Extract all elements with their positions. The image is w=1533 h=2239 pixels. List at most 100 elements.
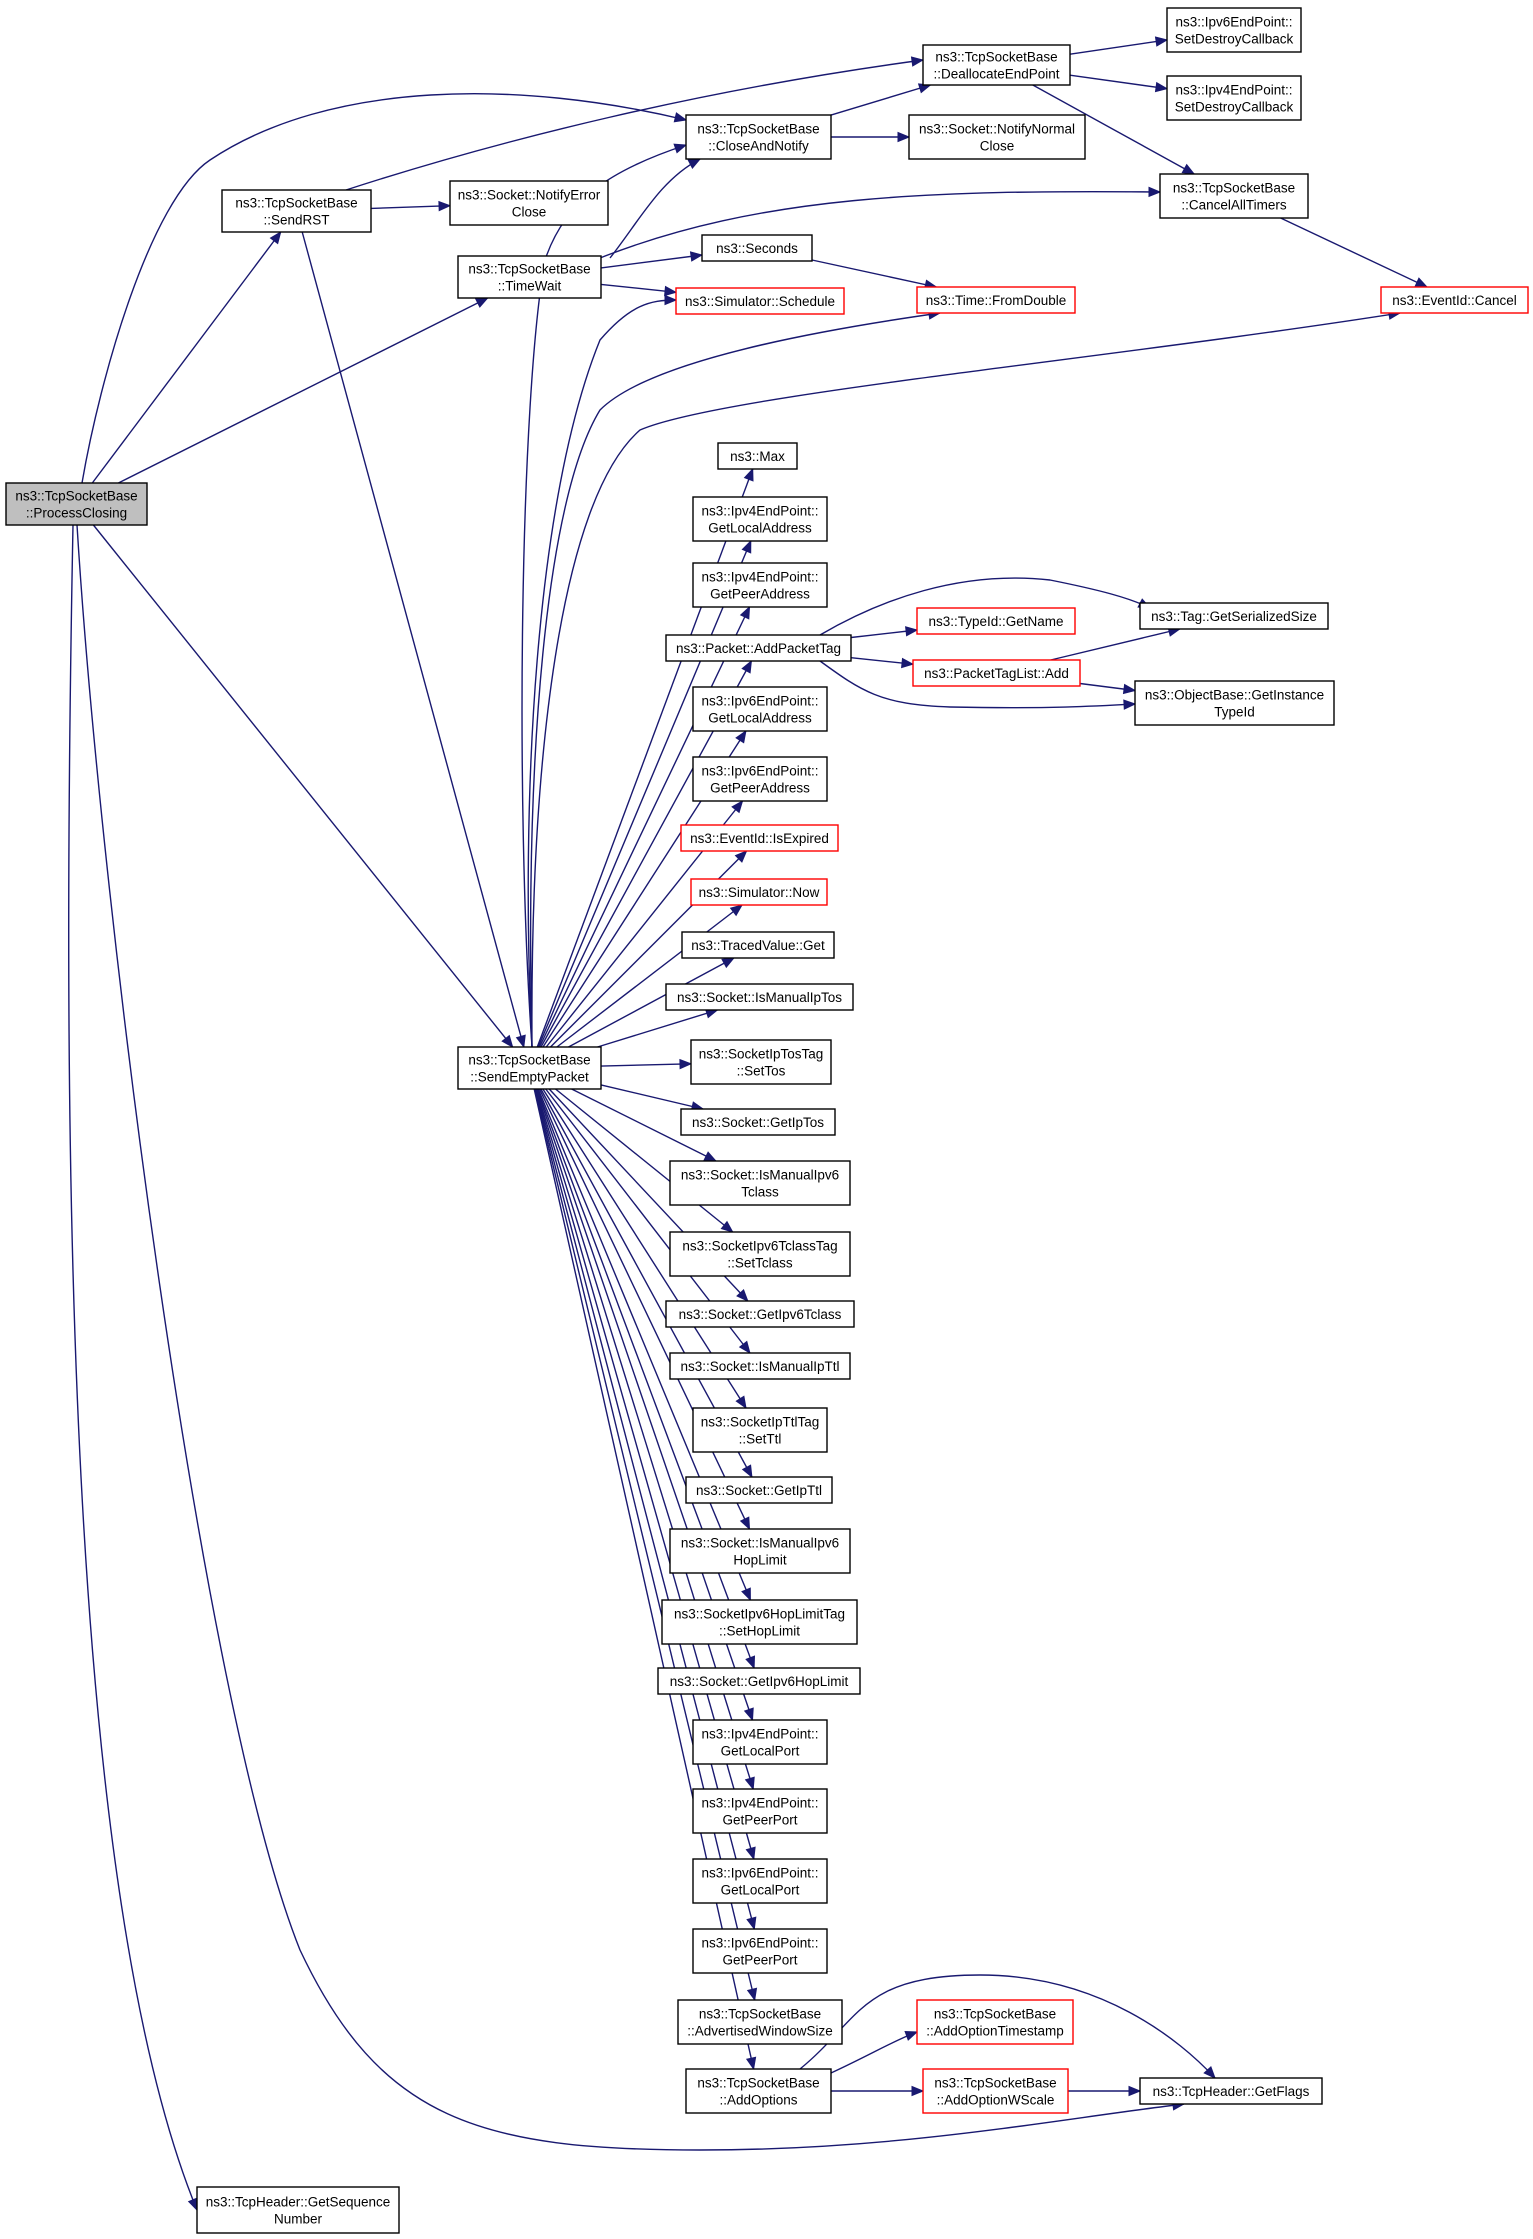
node-packet-tag-list-add[interactable]: ns3::PacketTagList::Add <box>912 659 1081 687</box>
node-label: ns3::Ipv4EndPoint:: <box>701 570 818 585</box>
node-label: Close <box>512 205 547 220</box>
node-event-id-is-expired[interactable]: ns3::EventId::IsExpired <box>680 824 839 852</box>
node-box <box>912 659 1081 687</box>
node-box <box>669 1528 851 1574</box>
node-add-option-wscale[interactable]: ns3::TcpSocketBase::AddOptionWScale <box>922 2068 1069 2114</box>
node-box <box>685 114 832 160</box>
node-label: ns3::SocketIpv6HopLimitTag <box>674 1607 845 1622</box>
edge-time-wait-to-cancel-all-timers <box>599 186 1162 259</box>
arrowhead <box>905 626 919 637</box>
arrowhead <box>1154 36 1169 47</box>
node-box <box>1159 173 1309 219</box>
node-get-ip-ttl[interactable]: ns3::Socket::GetIpTtl <box>685 1476 833 1504</box>
node-label: ns3::TcpHeader::GetSequence <box>206 2195 391 2210</box>
node-get-ipv6-hop-limit[interactable]: ns3::Socket::GetIpv6HopLimit <box>657 1667 861 1695</box>
node-label: ns3::TcpSocketBase <box>468 1053 590 1068</box>
node-send-empty-packet[interactable]: ns3::TcpSocketBase::SendEmptyPacket <box>457 1046 602 1090</box>
arrowhead <box>1203 2066 1216 2079</box>
node-box <box>717 442 798 470</box>
edge-send-empty-packet-to-set-hop-limit <box>537 1088 752 1602</box>
node-tcp-header-get-flags[interactable]: ns3::TcpHeader::GetFlags <box>1139 2077 1323 2105</box>
node-label: ns3::TcpSocketBase <box>699 2007 821 2022</box>
node-box <box>675 287 845 315</box>
node-send-rst[interactable]: ns3::TcpSocketBase::SendRST <box>221 189 372 233</box>
node-set-tclass[interactable]: ns3::SocketIpv6TclassTag::SetTclass <box>669 1231 851 1277</box>
node-is-manual-ip-tos[interactable]: ns3::Socket::IsManualIpTos <box>665 983 854 1011</box>
node-label: ns3::TcpHeader::GetFlags <box>1153 2084 1310 2099</box>
node-ipv4-get-local-address[interactable]: ns3::Ipv4EndPoint::GetLocalAddress <box>692 496 828 542</box>
node-ipv6-get-local-address[interactable]: ns3::Ipv6EndPoint::GetLocalAddress <box>692 686 828 732</box>
node-add-option-timestamp[interactable]: ns3::TcpSocketBase::AddOptionTimestamp <box>916 1999 1074 2045</box>
node-type-id-get-name[interactable]: ns3::TypeId::GetName <box>916 607 1076 635</box>
node-label: GetLocalPort <box>721 1744 800 1759</box>
node-simulator-schedule[interactable]: ns3::Simulator::Schedule <box>675 287 845 315</box>
node-box <box>669 1231 851 1277</box>
arrowhead <box>689 251 704 262</box>
node-traced-value-get[interactable]: ns3::TracedValue::Get <box>681 931 835 959</box>
node-label: ns3::Socket::GetIpv6HopLimit <box>670 1674 849 1689</box>
node-label: ns3::Tag::GetSerializedSize <box>1151 609 1317 624</box>
node-cancel-all-timers[interactable]: ns3::TcpSocketBase::CancelAllTimers <box>1159 173 1309 219</box>
node-advertised-window-size[interactable]: ns3::TcpSocketBase::AdvertisedWindowSize <box>677 1999 843 2045</box>
node-ipv6-set-destroy-callback[interactable]: ns3::Ipv6EndPoint::SetDestroyCallback <box>1166 7 1302 53</box>
node-get-ip-tos[interactable]: ns3::Socket::GetIpTos <box>680 1108 836 1136</box>
node-time-from-double[interactable]: ns3::Time::FromDouble <box>916 286 1076 314</box>
node-label: ns3::ObjectBase::GetInstance <box>1145 688 1324 703</box>
node-ipv4-get-peer-address[interactable]: ns3::Ipv4EndPoint::GetPeerAddress <box>692 562 828 608</box>
node-label: ns3::Packet::AddPacketTag <box>676 641 841 656</box>
node-simulator-now[interactable]: ns3::Simulator::Now <box>690 878 828 906</box>
node-label: ns3::Ipv6EndPoint:: <box>701 1936 818 1951</box>
node-box <box>908 114 1086 160</box>
node-ipv4-get-local-port[interactable]: ns3::Ipv4EndPoint::GetLocalPort <box>692 1719 828 1765</box>
edge-packet-add-packet-tag-to-type-id-get-name <box>850 626 919 639</box>
node-seconds[interactable]: ns3::Seconds <box>701 234 813 262</box>
node-label: ns3::TcpSocketBase <box>935 50 1057 65</box>
node-ipv4-set-destroy-callback[interactable]: ns3::Ipv4EndPoint::SetDestroyCallback <box>1166 75 1302 121</box>
node-label: SetDestroyCallback <box>1175 100 1294 115</box>
node-box <box>221 189 372 233</box>
edge-send-rst-to-notify-error-close <box>370 200 452 212</box>
node-deallocate-end-point[interactable]: ns3::TcpSocketBase::DeallocateEndPoint <box>922 44 1071 86</box>
node-box <box>701 234 813 262</box>
node-ipv6-get-peer-port[interactable]: ns3::Ipv6EndPoint::GetPeerPort <box>692 1928 828 1974</box>
node-max[interactable]: ns3::Max <box>717 442 798 470</box>
node-event-id-cancel[interactable]: ns3::EventId::Cancel <box>1380 286 1529 314</box>
node-box <box>692 1407 828 1453</box>
node-is-manual-ip-ttl[interactable]: ns3::Socket::IsManualIpTtl <box>669 1352 851 1380</box>
node-box <box>449 180 609 226</box>
node-add-options[interactable]: ns3::TcpSocketBase::AddOptions <box>685 2068 832 2114</box>
node-label: ns3::SocketIpTosTag <box>699 1047 824 1062</box>
node-time-wait[interactable]: ns3::TcpSocketBase::TimeWait <box>457 255 602 299</box>
node-ipv4-get-peer-port[interactable]: ns3::Ipv4EndPoint::GetPeerPort <box>692 1788 828 1834</box>
arrowhead <box>741 539 752 554</box>
node-tag-get-serialized-size[interactable]: ns3::Tag::GetSerializedSize <box>1139 602 1329 630</box>
node-packet-add-packet-tag[interactable]: ns3::Packet::AddPacketTag <box>665 634 852 662</box>
edge-close-and-notify-to-deallocate-end-point <box>830 83 932 116</box>
node-close-and-notify[interactable]: ns3::TcpSocketBase::CloseAndNotify <box>685 114 832 160</box>
node-process-closing[interactable]: ns3::TcpSocketBase::ProcessClosing <box>5 482 148 526</box>
edge-add-options-to-add-option-wscale <box>831 2085 925 2097</box>
node-set-ttl[interactable]: ns3::SocketIpTtlTag::SetTtl <box>692 1407 828 1453</box>
arrowhead <box>743 1707 754 1722</box>
arrowhead <box>910 56 925 67</box>
node-set-tos[interactable]: ns3::SocketIpTosTag::SetTos <box>690 1039 832 1085</box>
node-ipv6-get-local-port[interactable]: ns3::Ipv6EndPoint::GetLocalPort <box>692 1858 828 1904</box>
node-label: ns3::TcpSocketBase <box>1173 181 1295 196</box>
edge-packet-tag-list-add-to-object-base-get-instance-type-id <box>1079 682 1137 695</box>
node-ipv6-get-peer-address[interactable]: ns3::Ipv6EndPoint::GetPeerAddress <box>692 756 828 802</box>
arrowhead <box>720 1220 734 1233</box>
arrowhead <box>741 1587 751 1602</box>
node-set-hop-limit[interactable]: ns3::SocketIpv6HopLimitTag::SetHopLimit <box>661 1599 858 1645</box>
arrowhead <box>901 657 915 669</box>
node-label: ::SetTtl <box>739 1432 782 1447</box>
node-get-ipv6-tclass[interactable]: ns3::Socket::GetIpv6Tclass <box>665 1300 855 1328</box>
node-label: ns3::TcpSocketBase <box>697 2076 819 2091</box>
arrowhead <box>721 957 735 969</box>
node-box <box>669 1352 851 1380</box>
